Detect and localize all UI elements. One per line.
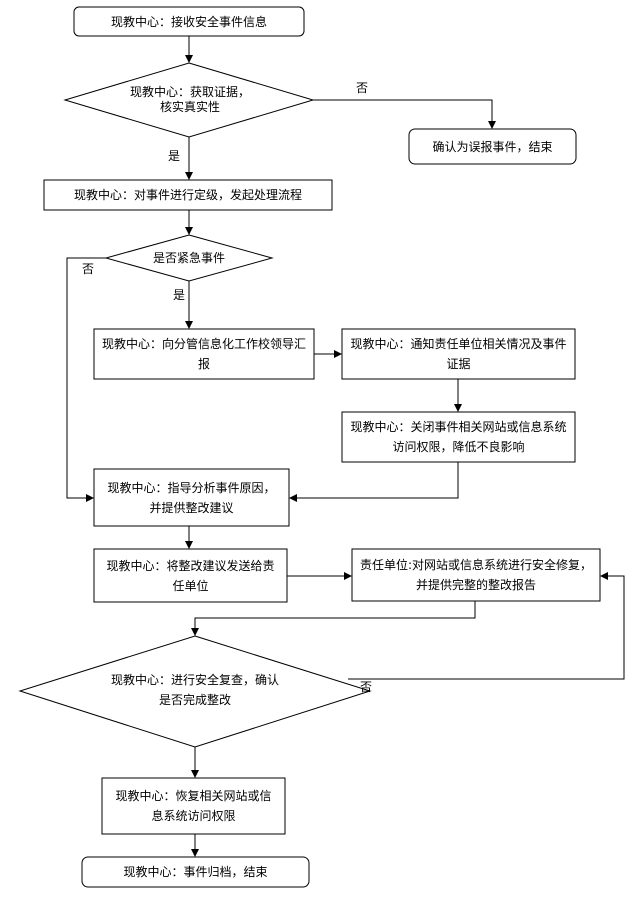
archive-box: [81, 856, 310, 888]
arrow-close-to-analyze: [289, 462, 459, 502]
classify-text: 现教中心：对事件进行定级，发起处理流程: [44, 180, 332, 210]
report-leader-label-line2: 报: [197, 357, 210, 371]
urgent-yes-label: 是: [173, 288, 186, 302]
report-leader-label-line1: 现教中心：向分管信息化工作校领导汇: [101, 337, 306, 351]
send-advice-label-line1: 现教中心：将整改建议发送给责: [106, 558, 275, 573]
classify-box: [43, 179, 333, 211]
review-label-line2: 是否完成整改: [158, 693, 231, 707]
notify-box: [341, 328, 576, 380]
archive-label: 现教中心：事件归档，结束: [123, 865, 268, 879]
false-report-label: 确认为误报事件，结束: [432, 139, 553, 154]
report-leader-text: 现教中心：向分管信息化工作校领导汇 报: [96, 331, 312, 377]
analyze-box: [93, 468, 290, 527]
urgent-text: 是否紧急事件: [120, 248, 258, 268]
restore-box: [101, 777, 286, 835]
close-access-label-line1: 现教中心：关闭事件相关网站或信息系统: [350, 420, 567, 434]
arrow-verify-no: [313, 99, 496, 129]
verify-label-line2: 核实真实性: [159, 100, 220, 114]
send-advice-text: 现教中心：将整改建议发送给责 任单位: [94, 549, 287, 602]
restore-label-line2: 息系统访问权限: [151, 809, 236, 823]
arrow-urgent-no: [66, 257, 106, 502]
notify-text: 现教中心：通知责任单位相关情况及事件 证据: [344, 331, 573, 377]
repair-label-line1: 责任单位:对网站或信息系统进行安全修复，: [359, 558, 593, 572]
verify-text: 现教中心：获取证据， 核实真实性: [95, 80, 285, 120]
notify-label-line1: 现教中心：通知责任单位相关情况及事件: [350, 337, 567, 351]
restore-text: 现教中心：恢复相关网站或信 息系统访问权限: [102, 778, 285, 834]
review-label-line1: 现教中心：进行安全复查，确认: [110, 673, 279, 687]
repair-label-line2: 并提供完整的整改报告: [415, 578, 536, 592]
report-leader-box: [93, 328, 315, 380]
verify-label-line1: 现教中心：获取证据，: [129, 85, 250, 99]
verify-no-label: 否: [356, 81, 369, 95]
review-text: 现教中心：进行安全复查，确认 是否完成整改: [95, 668, 295, 712]
archive-text: 现教中心：事件归档，结束: [82, 857, 309, 887]
analyze-label-line2: 并提供整改建议: [149, 500, 234, 515]
close-access-box: [341, 411, 576, 463]
close-access-label-line2: 访问权限，降低不良影响: [392, 440, 525, 454]
close-access-text: 现教中心：关闭事件相关网站或信息系统 访问权限，降低不良影响: [344, 414, 573, 460]
review-no-label: 否: [360, 680, 373, 694]
analyze-label-line1: 现教中心：指导分析事件原因，: [107, 480, 276, 495]
arrow-repair-to-review: [191, 601, 476, 636]
repair-text: 责任单位:对网站或信息系统进行安全修复， 并提供完整的整改报告: [352, 549, 600, 601]
false-report-text: 确认为误报事件，结束: [409, 129, 576, 164]
urgent-label: 是否紧急事件: [152, 251, 225, 265]
notify-label-line2: 证据: [446, 357, 471, 371]
arrow-review-no: [348, 572, 625, 680]
receive-text: 现教中心：接收安全事件信息: [74, 7, 304, 36]
receive-label: 现教中心：接收安全事件信息: [110, 14, 267, 29]
classify-label: 现教中心：对事件进行定级，发起处理流程: [73, 188, 302, 202]
urgent-no-label: 否: [82, 262, 95, 276]
false-report-box: [408, 128, 577, 165]
send-advice-label-line2: 任单位: [172, 578, 209, 593]
restore-label-line1: 现教中心：恢复相关网站或信: [115, 789, 272, 803]
analyze-text: 现教中心：指导分析事件原因， 并提供整改建议: [94, 469, 289, 526]
verify-yes-label: 是: [168, 149, 181, 163]
